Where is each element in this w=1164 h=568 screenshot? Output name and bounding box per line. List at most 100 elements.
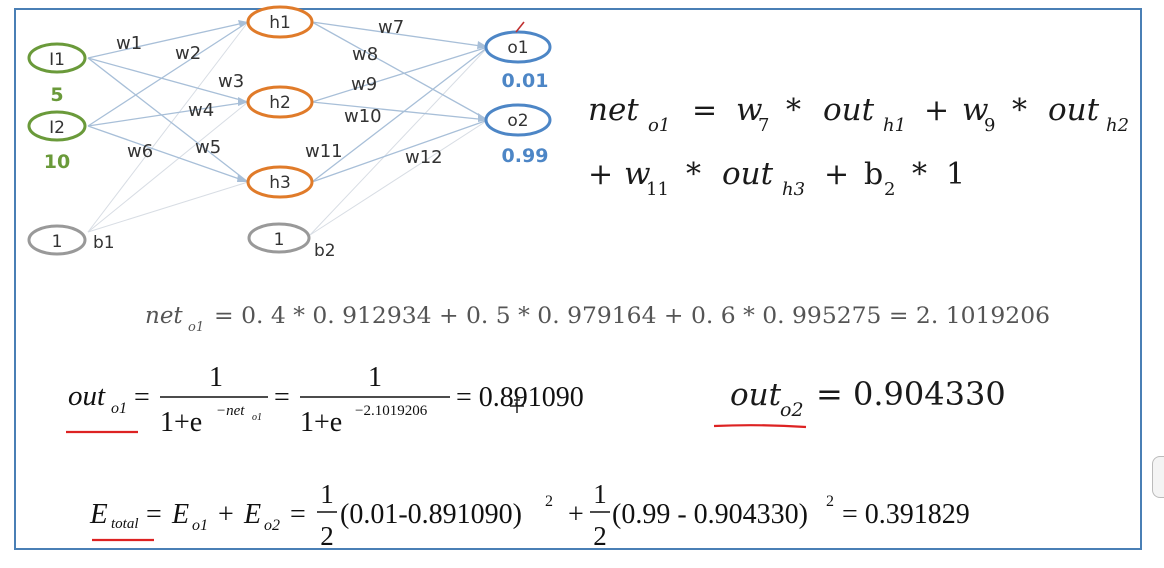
underline-out-o2 <box>713 424 807 429</box>
hidden-node-label: h3 <box>269 173 291 193</box>
svg-text:(0.01-0.891090): (0.01-0.891090) <box>340 499 522 530</box>
input-node-label: I1 <box>49 50 65 70</box>
svg-text:o1: o1 <box>188 320 204 335</box>
svg-text:E: E <box>89 498 108 530</box>
weight-label: w1 <box>116 33 142 54</box>
svg-text:out: out <box>730 377 782 413</box>
bias-node-label: 1 <box>52 232 63 252</box>
weight-label: w4 <box>188 100 214 121</box>
input-hidden-connections <box>87 21 249 183</box>
weight-label: w8 <box>352 44 378 65</box>
svg-text:=: = <box>274 382 290 413</box>
svg-text:E: E <box>243 499 261 530</box>
svg-text:out: out <box>823 92 875 128</box>
svg-text:o2: o2 <box>780 399 804 421</box>
output-node-o1 <box>484 30 552 64</box>
hidden-node-h2 <box>246 85 314 119</box>
svg-text:*: * <box>1012 93 1027 128</box>
svg-text:w: w <box>624 156 651 192</box>
side-panel-handle[interactable] <box>1152 456 1164 498</box>
weight-label: w9 <box>351 74 377 95</box>
svg-text:2: 2 <box>320 521 334 551</box>
svg-text:+: + <box>588 157 613 192</box>
svg-text:o1: o1 <box>648 115 670 136</box>
svg-text:net: net <box>145 303 183 329</box>
weight-label: w10 <box>344 106 382 127</box>
svg-text:h3: h3 <box>782 179 805 200</box>
svg-text:1: 1 <box>368 362 382 393</box>
svg-text:h1: h1 <box>883 115 906 136</box>
formula-out-o1: out o1 = 1 1+e −net o1 = 1 1+e −2.101920… <box>68 362 584 438</box>
formula-e-total: E total = E o1 + E o2 = 1 2 (0.01-0.8910… <box>89 479 970 551</box>
svg-text:+: + <box>218 499 234 530</box>
svg-text:−2.1019206: −2.1019206 <box>355 403 428 419</box>
output-node-o2 <box>484 103 552 137</box>
input-value: 10 <box>44 151 70 173</box>
svg-text:*: * <box>912 157 927 192</box>
svg-text:w: w <box>962 92 989 128</box>
svg-text:out: out <box>1048 92 1100 128</box>
weight-label: w7 <box>378 17 404 38</box>
svg-text:=: = <box>134 382 150 413</box>
svg-text:net: net <box>588 92 639 128</box>
input-node-label: I2 <box>49 118 65 138</box>
svg-text:1: 1 <box>209 362 223 393</box>
svg-text:out: out <box>68 380 106 412</box>
svg-text:7: 7 <box>758 115 769 136</box>
svg-text:2: 2 <box>826 493 834 510</box>
hidden-node-label: h1 <box>269 13 291 33</box>
bias-label: b1 <box>93 233 115 253</box>
input-node-i1 <box>27 42 87 74</box>
input-node-i2 <box>27 110 87 142</box>
formula-out-o2: out o2 = 0.904330 <box>730 375 1006 421</box>
weight-label: w5 <box>195 137 221 158</box>
weight-label: w2 <box>175 43 201 64</box>
svg-text:E: E <box>171 499 189 530</box>
svg-text:o1: o1 <box>111 400 127 417</box>
svg-text:+: + <box>924 93 949 128</box>
bias-label: b2 <box>314 241 336 261</box>
svg-text:o1: o1 <box>252 412 262 423</box>
svg-text:o1: o1 <box>192 517 208 534</box>
output-target: 0.01 <box>502 70 549 92</box>
svg-text:11: 11 <box>646 179 669 200</box>
output-node-label: o1 <box>507 38 528 58</box>
svg-text:1+e: 1+e <box>300 407 342 438</box>
svg-text:*: * <box>686 157 701 192</box>
output-node-label: o2 <box>507 111 528 131</box>
svg-text:+: + <box>824 157 849 192</box>
svg-text:−net: −net <box>216 403 245 419</box>
formula-net-o1-numeric: net o1 = 0. 4 * 0. 912934 + 0. 5 * 0. 97… <box>145 303 1050 335</box>
svg-text:=: = <box>692 93 717 128</box>
hidden-output-connections <box>311 21 489 183</box>
svg-text:w: w <box>736 92 763 128</box>
svg-text:= 0.904330: = 0.904330 <box>816 375 1006 413</box>
pen-cursor-icon <box>515 21 525 33</box>
svg-text:=: = <box>146 499 162 530</box>
input-value: 5 <box>50 84 63 106</box>
svg-text:2: 2 <box>545 493 553 510</box>
svg-text:9: 9 <box>984 115 995 136</box>
svg-text:= 0.391829: = 0.391829 <box>842 499 970 530</box>
svg-text:2: 2 <box>884 179 895 200</box>
weight-labels: w1 w2 w3 w4 w5 w6 w7 w8 w9 w10 w11 w12 <box>116 17 443 168</box>
svg-text:*: * <box>786 93 801 128</box>
svg-text:(0.99 - 0.904330): (0.99 - 0.904330) <box>612 499 808 530</box>
weight-label: w12 <box>405 147 443 168</box>
formula-net-o1-symbolic: net o1 = w 7 * out h1 + w 9 * out h2 <box>588 92 1129 136</box>
svg-text:h2: h2 <box>1106 115 1129 136</box>
bias-node-label: 1 <box>274 230 285 250</box>
move-cursor-icon <box>510 397 524 413</box>
hidden-node-h3 <box>246 165 314 199</box>
svg-text:1: 1 <box>946 157 965 192</box>
svg-text:b: b <box>864 157 883 192</box>
weight-label: w3 <box>218 71 244 92</box>
bias-connections <box>87 21 489 236</box>
svg-text:2: 2 <box>593 521 607 551</box>
bias-node-2 <box>247 222 311 254</box>
hidden-node-h1 <box>246 5 314 39</box>
hidden-node-label: h2 <box>269 93 291 113</box>
svg-text:= 0. 4 * 0. 912934 + 0. 5 * 0.: = 0. 4 * 0. 912934 + 0. 5 * 0. 979164 + … <box>214 304 1050 329</box>
svg-text:total: total <box>111 516 139 532</box>
